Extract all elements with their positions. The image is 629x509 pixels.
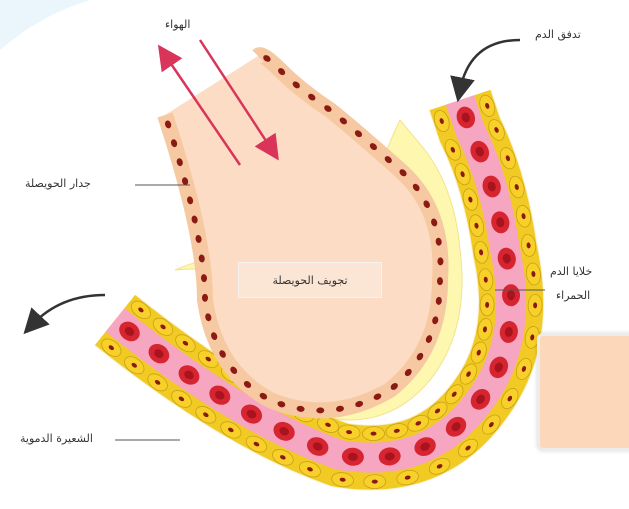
capillary-wall-cell [364, 474, 386, 489]
capillary-wall-cell [528, 294, 542, 316]
capillary-label: الشعيرة الدموية [20, 432, 93, 445]
capillary-wall-cell [480, 294, 494, 316]
blood-flow-label: تدفق الدم [535, 28, 581, 41]
alveolus-cavity-label-box: تجويف الحويصلة [238, 262, 382, 298]
air-label: الهواء [165, 18, 190, 31]
blood-out-arrow [32, 295, 105, 325]
wall-nucleus [437, 277, 443, 285]
alveolus-cavity-label: تجويف الحويصلة [272, 274, 347, 287]
blood-in-arrow [460, 40, 520, 90]
red-blood-cells-label-1: خلايا الدم [550, 265, 592, 278]
alveolus-wall-label: جدار الحويصلة [25, 177, 91, 190]
capillary-wall-cell [362, 426, 384, 441]
legend-box [537, 333, 629, 451]
background-wash [0, 0, 90, 50]
red-blood-cells-label-2: الحمراء [556, 289, 590, 302]
wall-nucleus [316, 407, 324, 413]
